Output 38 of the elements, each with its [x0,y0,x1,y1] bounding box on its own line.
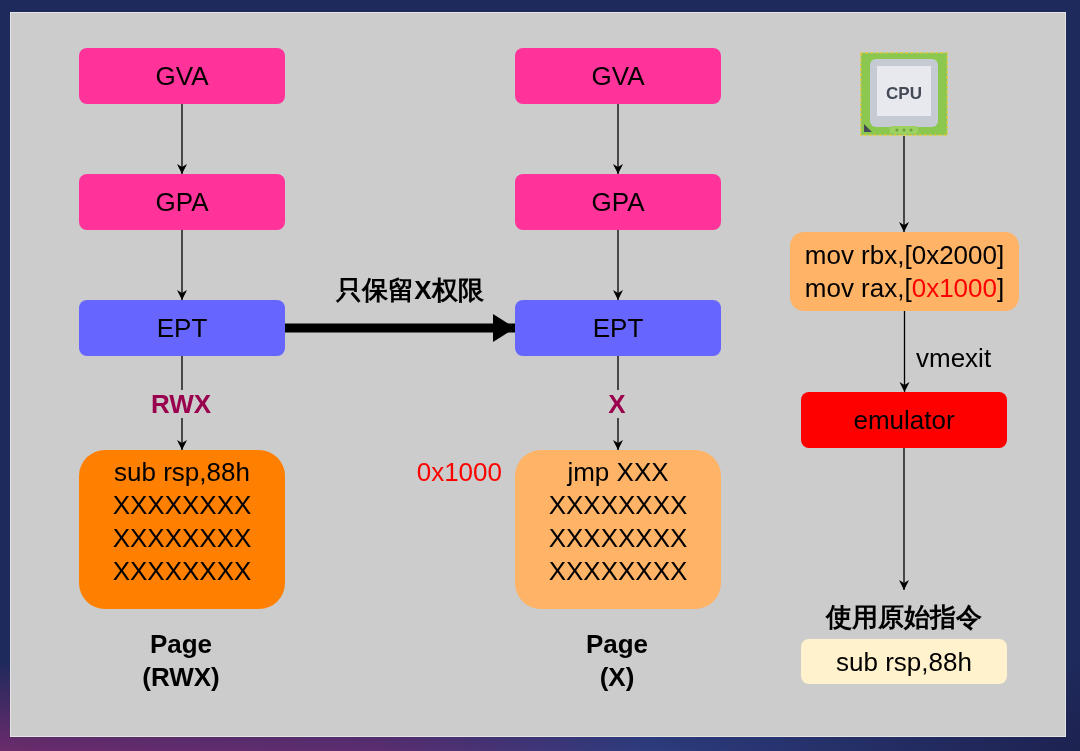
step-heading: 使用原始指令 [826,602,982,632]
process-box: GVA [79,48,285,104]
process-box: GPA [79,174,285,230]
thick-arrow [285,314,515,342]
address-label: 0x1000 [415,456,502,489]
edge-label: vmexit [916,343,992,373]
page-caption: Page (RWX) [141,628,221,694]
code-line: mov rax,[0x1000] [804,271,1005,305]
chip-label: CPU [886,84,922,104]
code-line: mov rbx,[0x2000] [804,238,1005,272]
code-line: sub rsp,88h [114,456,250,489]
code-line: XXXXXXXX [112,489,252,522]
arrow [899,310,910,393]
arrow [177,103,187,175]
process-box: GPA [515,174,721,230]
process-box: EPT [515,300,721,356]
code-line: XXXXXXXX [548,522,688,555]
arrow [177,229,187,301]
code-line: jmp XXX [567,456,669,489]
process-box: EPT [79,300,285,356]
page-caption: Page (X) [584,628,650,694]
arrow [613,229,623,301]
instruction-box: sub rsp,88h [801,639,1007,684]
memory-page-box [79,450,285,609]
code-line: XXXXXXXX [112,555,252,588]
edge-label: X [607,390,627,418]
memory-page-box [515,450,721,609]
arrow [899,135,909,233]
code-line: XXXXXXXX [548,555,688,588]
arrow [899,447,909,591]
process-box: emulator [801,392,1007,448]
process-box: GVA [515,48,721,104]
code-line: XXXXXXXX [548,489,688,522]
code-line: XXXXXXXX [112,522,252,555]
edge-label: RWX [149,390,213,418]
arrow [613,103,623,175]
code-box [790,232,1019,311]
edge-label: 只保留X权限 [336,275,484,305]
